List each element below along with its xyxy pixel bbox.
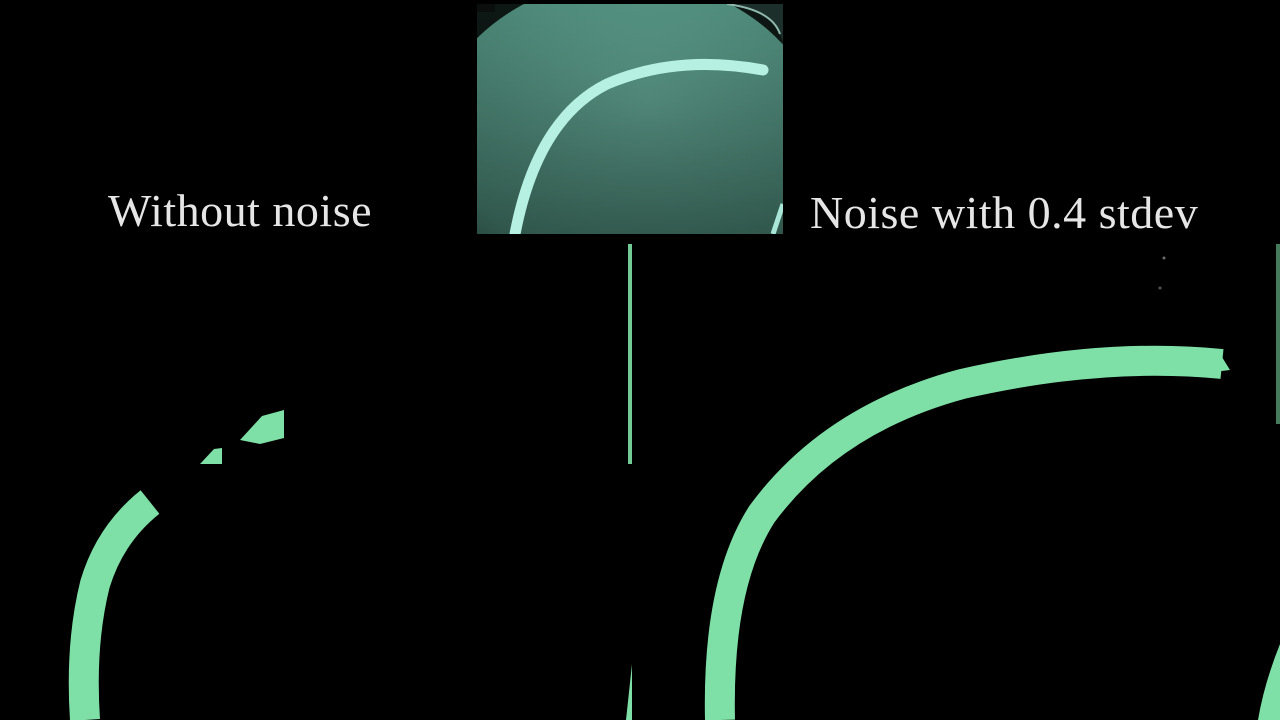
mask-panel-noise — [632, 244, 1280, 720]
label-without-noise: Without noise — [108, 185, 373, 236]
camera-input-image — [477, 4, 783, 234]
mask-image-left — [68, 244, 632, 720]
camera-input-thumbnail — [477, 4, 783, 234]
line-tape — [509, 58, 769, 234]
mask-image-right — [704, 244, 1280, 720]
mask-arc — [68, 490, 160, 720]
mask-arc — [704, 345, 1224, 720]
mask-fragment — [240, 410, 284, 444]
mask-panel-without-noise — [0, 244, 632, 720]
label-noise-stdev: Noise with 0.4 stdev — [810, 187, 1199, 238]
mask-fragment — [200, 448, 222, 464]
